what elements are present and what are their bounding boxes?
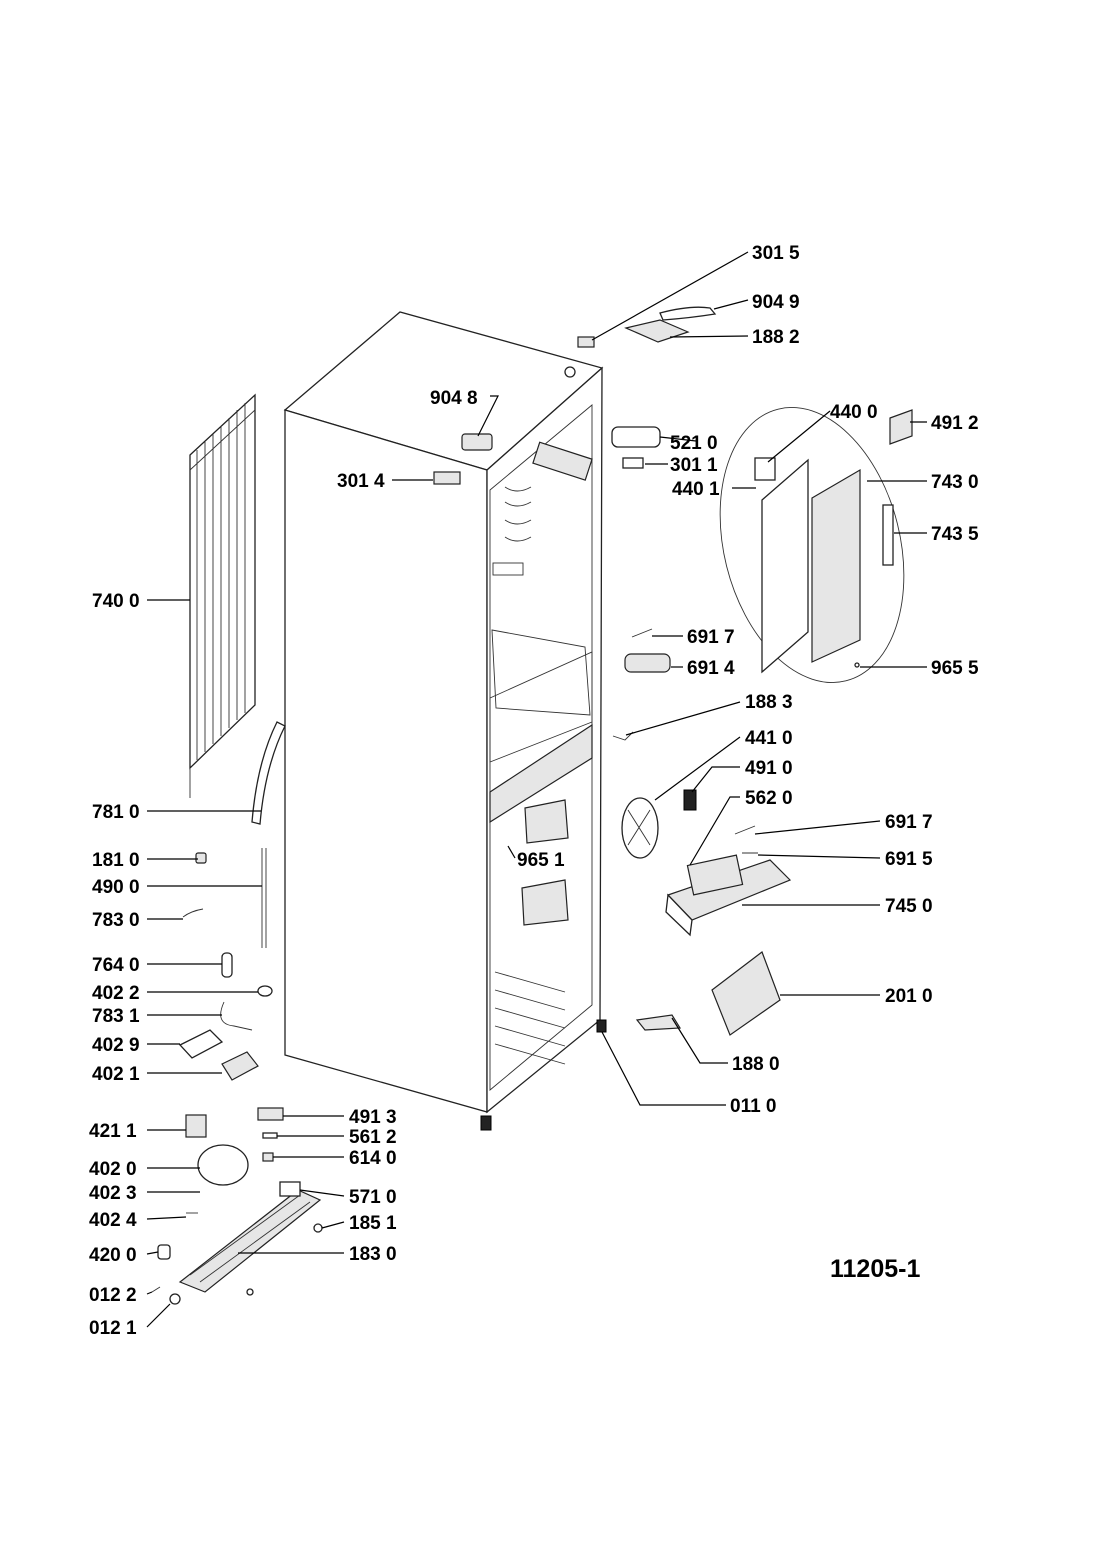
leader-lines [146, 251, 927, 1328]
part-label: 188 2 [752, 327, 800, 348]
part-label: 440 1 [672, 479, 720, 500]
part-label: 614 0 [349, 1148, 397, 1169]
part-label: 562 0 [745, 788, 793, 809]
condenser-icon [189, 393, 256, 798]
part-label: 402 2 [92, 983, 140, 1004]
part-label: 181 0 [92, 850, 140, 871]
part-label: 691 5 [885, 849, 933, 870]
part-label: 011 0 [730, 1096, 777, 1117]
part-label: 201 0 [885, 986, 933, 1007]
refrigerator-cabinet-icon [283, 311, 607, 1131]
evaporator-tray-icon [665, 854, 792, 937]
part-label: 301 5 [752, 243, 800, 264]
part-label: 571 0 [349, 1187, 397, 1208]
part-label: 764 0 [92, 955, 140, 976]
part-label: 781 0 [92, 802, 140, 823]
part-label: 440 0 [830, 402, 878, 423]
part-label: 783 1 [92, 1006, 140, 1027]
part-label: 743 0 [931, 472, 979, 493]
part-label: 183 0 [349, 1244, 397, 1265]
part-label: 521 0 [670, 433, 718, 454]
drawing-code: 11205-1 [830, 1255, 920, 1283]
part-label: 188 0 [732, 1054, 780, 1075]
part-label: 402 1 [92, 1064, 140, 1085]
part-label: 491 0 [745, 758, 793, 779]
part-label: 421 1 [89, 1121, 137, 1142]
part-label: 402 4 [89, 1210, 137, 1231]
part-label: 012 1 [89, 1318, 137, 1339]
part-label: 904 9 [752, 292, 800, 313]
part-label: 012 2 [89, 1285, 137, 1306]
part-label: 402 0 [89, 1159, 137, 1180]
part-label: 490 0 [92, 877, 140, 898]
part-label: 691 4 [687, 658, 735, 679]
part-label: 740 0 [92, 591, 140, 612]
part-label: 691 7 [687, 627, 735, 648]
part-label: 965 1 [517, 850, 565, 871]
part-label: 491 2 [931, 413, 979, 434]
part-label: 691 7 [885, 812, 933, 833]
part-label: 185 1 [349, 1213, 397, 1234]
part-label: 561 2 [349, 1127, 397, 1148]
part-label: 402 9 [92, 1035, 140, 1056]
part-label: 188 3 [745, 692, 793, 713]
part-label: 743 5 [931, 524, 979, 545]
part-label: 965 5 [931, 658, 979, 679]
part-labels: 301 5 904 9 188 2 904 8 440 0 491 2 521 … [89, 243, 979, 1339]
part-label: 783 0 [92, 910, 140, 931]
part-label: 441 0 [745, 728, 793, 749]
part-label: 904 8 [430, 388, 478, 409]
fan-motor-icon [621, 797, 659, 859]
part-label: 420 0 [89, 1245, 137, 1266]
part-label: 301 1 [670, 455, 718, 476]
part-label: 402 3 [89, 1183, 137, 1204]
part-label: 301 4 [337, 471, 385, 492]
part-label: 491 3 [349, 1107, 397, 1128]
part-label: 745 0 [885, 896, 933, 917]
